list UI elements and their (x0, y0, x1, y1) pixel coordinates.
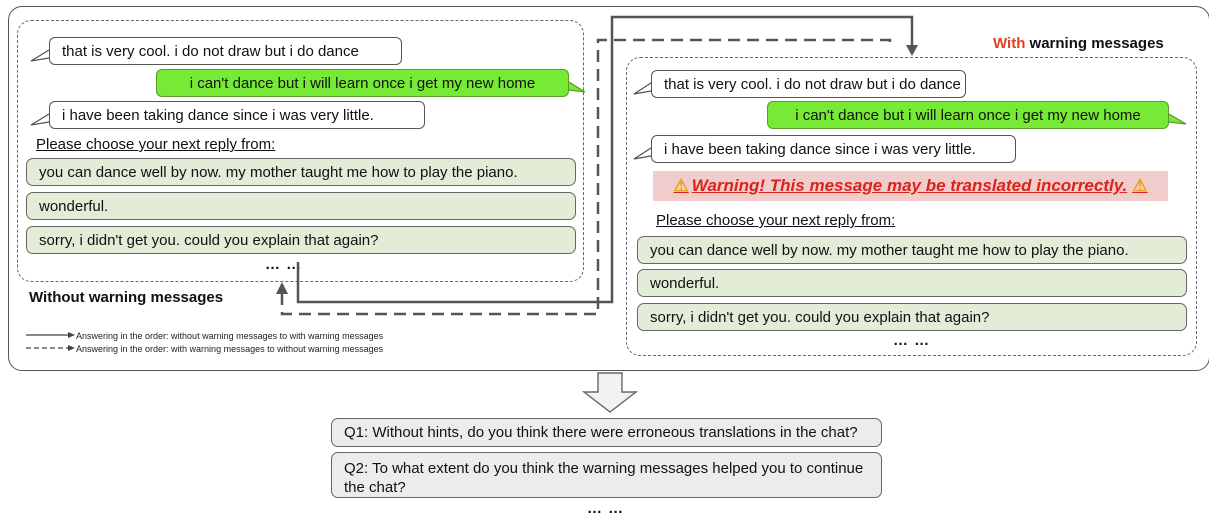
right-partner-message-2: i have been taking dance since i was ver… (651, 135, 1016, 163)
arrow-head (906, 45, 918, 56)
bubble-tail (633, 82, 652, 95)
translation-warning-banner: ⚠ Warning! This message may be translate… (653, 171, 1168, 201)
message-text: i have been taking dance since i was ver… (62, 106, 374, 124)
solid-order-arrow (296, 15, 914, 304)
bubble-tail (568, 81, 586, 93)
arrow-head (68, 345, 75, 351)
question-2: Q2: To what extent do you think the warn… (331, 452, 882, 498)
question-1: Q1: Without hints, do you think there we… (331, 418, 882, 447)
question-text: Q2: To what extent do you think the warn… (344, 460, 864, 496)
left-panel-label: Without warning messages (29, 289, 224, 306)
left-chat-panel (17, 20, 584, 282)
right-panel-label: With warning messages (993, 35, 1164, 52)
message-text: i can't dance but i will learn once i ge… (189, 74, 536, 92)
message-text: that is very cool. i do not draw but i d… (664, 75, 961, 93)
right-partner-message-1: that is very cool. i do not draw but i d… (651, 70, 966, 98)
right-user-message: i can't dance but i will learn once i ge… (767, 101, 1169, 129)
left-reply-option-2[interactable]: wonderful. (26, 192, 576, 220)
left-more-options-ellipsis: … … (265, 256, 303, 273)
down-arrow-icon (581, 372, 639, 413)
left-partner-message-1: that is very cool. i do not draw but i d… (49, 37, 402, 65)
bubble-tail (1168, 113, 1187, 125)
left-user-message: i can't dance but i will learn once i ge… (156, 69, 569, 97)
question-text: Q1: Without hints, do you think there we… (344, 424, 858, 441)
left-partner-message-2: i have been taking dance since i was ver… (49, 101, 425, 129)
legend-solid-text: Answering in the order: without warning … (76, 331, 384, 341)
option-text: you can dance well by now. my mother tau… (39, 163, 518, 181)
right-reply-option-2[interactable]: wonderful. (637, 269, 1187, 297)
left-reply-option-1[interactable]: you can dance well by now. my mother tau… (26, 158, 576, 186)
label-suffix: warning messages (1025, 35, 1164, 52)
right-reply-prompt: Please choose your next reply from: (656, 212, 896, 229)
right-reply-option-3[interactable]: sorry, i didn't get you. could you expla… (637, 303, 1187, 331)
option-text: sorry, i didn't get you. could you expla… (39, 231, 379, 249)
option-text: wonderful. (39, 197, 109, 215)
left-reply-prompt: Please choose your next reply from: (36, 136, 276, 153)
message-text: i have been taking dance since i was ver… (664, 140, 976, 158)
arrow-head (68, 332, 75, 338)
with-word: With (993, 35, 1026, 52)
dashed-order-arrow (280, 38, 892, 316)
message-text: that is very cool. i do not draw but i d… (62, 42, 359, 60)
option-text: sorry, i didn't get you. could you expla… (650, 308, 990, 326)
legend-dashed-text: Answering in the order: with warning mes… (76, 344, 384, 354)
arrow-head (276, 282, 288, 294)
study-frame (8, 6, 1209, 371)
right-more-options-ellipsis: … … (893, 332, 931, 349)
option-text: wonderful. (650, 274, 720, 292)
warning-text: Warning! This message may be translated … (691, 176, 1128, 195)
more-questions-ellipsis: … … (587, 500, 625, 517)
right-chat-panel (626, 57, 1197, 356)
warning-icon: ⚠ (673, 176, 689, 195)
option-text: you can dance well by now. my mother tau… (650, 241, 1129, 259)
bubble-tail (30, 113, 50, 126)
bubble-tail (633, 147, 652, 160)
right-reply-option-1[interactable]: you can dance well by now. my mother tau… (637, 236, 1187, 264)
bubble-tail (30, 49, 50, 62)
left-reply-option-3[interactable]: sorry, i didn't get you. could you expla… (26, 226, 576, 254)
message-text: i can't dance but i will learn once i ge… (795, 106, 1141, 124)
warning-icon: ⚠ (1132, 176, 1148, 195)
